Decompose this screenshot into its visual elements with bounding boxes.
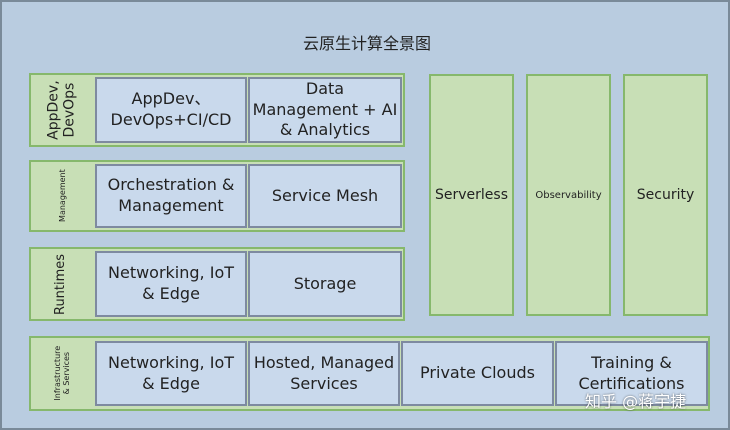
layer-label-text: Management: [57, 169, 67, 223]
layer-label-appdev-devops: AppDev, DevOps: [29, 73, 95, 147]
box-service-mesh: Service Mesh: [248, 164, 402, 228]
layer-label-text: Runtimes: [53, 253, 69, 315]
box-appdev-devops-cicd: AppDev、 DevOps+CI/CD: [95, 77, 247, 143]
layer-label-management: Management: [29, 160, 95, 232]
box-training-certifications: Training & Certifications: [555, 341, 708, 406]
pillar-label: Serverless: [434, 187, 508, 203]
layer-label-text: Infrastructure & Services: [52, 346, 71, 401]
box-data-management-ai: Data Management + AI & Analytics: [248, 77, 402, 143]
layer-label-infrastructure-services: Infrastructure & Services: [29, 336, 95, 411]
diagram-title: 云原生计算全景图: [302, 34, 431, 53]
box-hosted-managed-services: Hosted, Managed Services: [248, 341, 400, 406]
pillar-observability: Observability: [526, 74, 611, 316]
pillar-label: Security: [636, 187, 695, 203]
box-private-clouds: Private Clouds: [401, 341, 554, 406]
layer-label-text: AppDev, DevOps: [45, 80, 78, 140]
watermark: 知乎 @蒋宇捷: [585, 392, 687, 411]
box-storage: Storage: [248, 251, 402, 317]
box-runtimes-networking-iot-edge: Networking, IoT & Edge: [95, 251, 247, 317]
box-infra-networking-iot-edge: Networking, IoT & Edge: [95, 341, 247, 406]
pillar-label: Observability: [535, 189, 602, 201]
box-orchestration-management: Orchestration & Management: [95, 164, 247, 228]
pillar-security: Security: [623, 74, 708, 316]
pillar-serverless: Serverless: [429, 74, 514, 316]
layer-label-runtimes: Runtimes: [29, 247, 95, 321]
